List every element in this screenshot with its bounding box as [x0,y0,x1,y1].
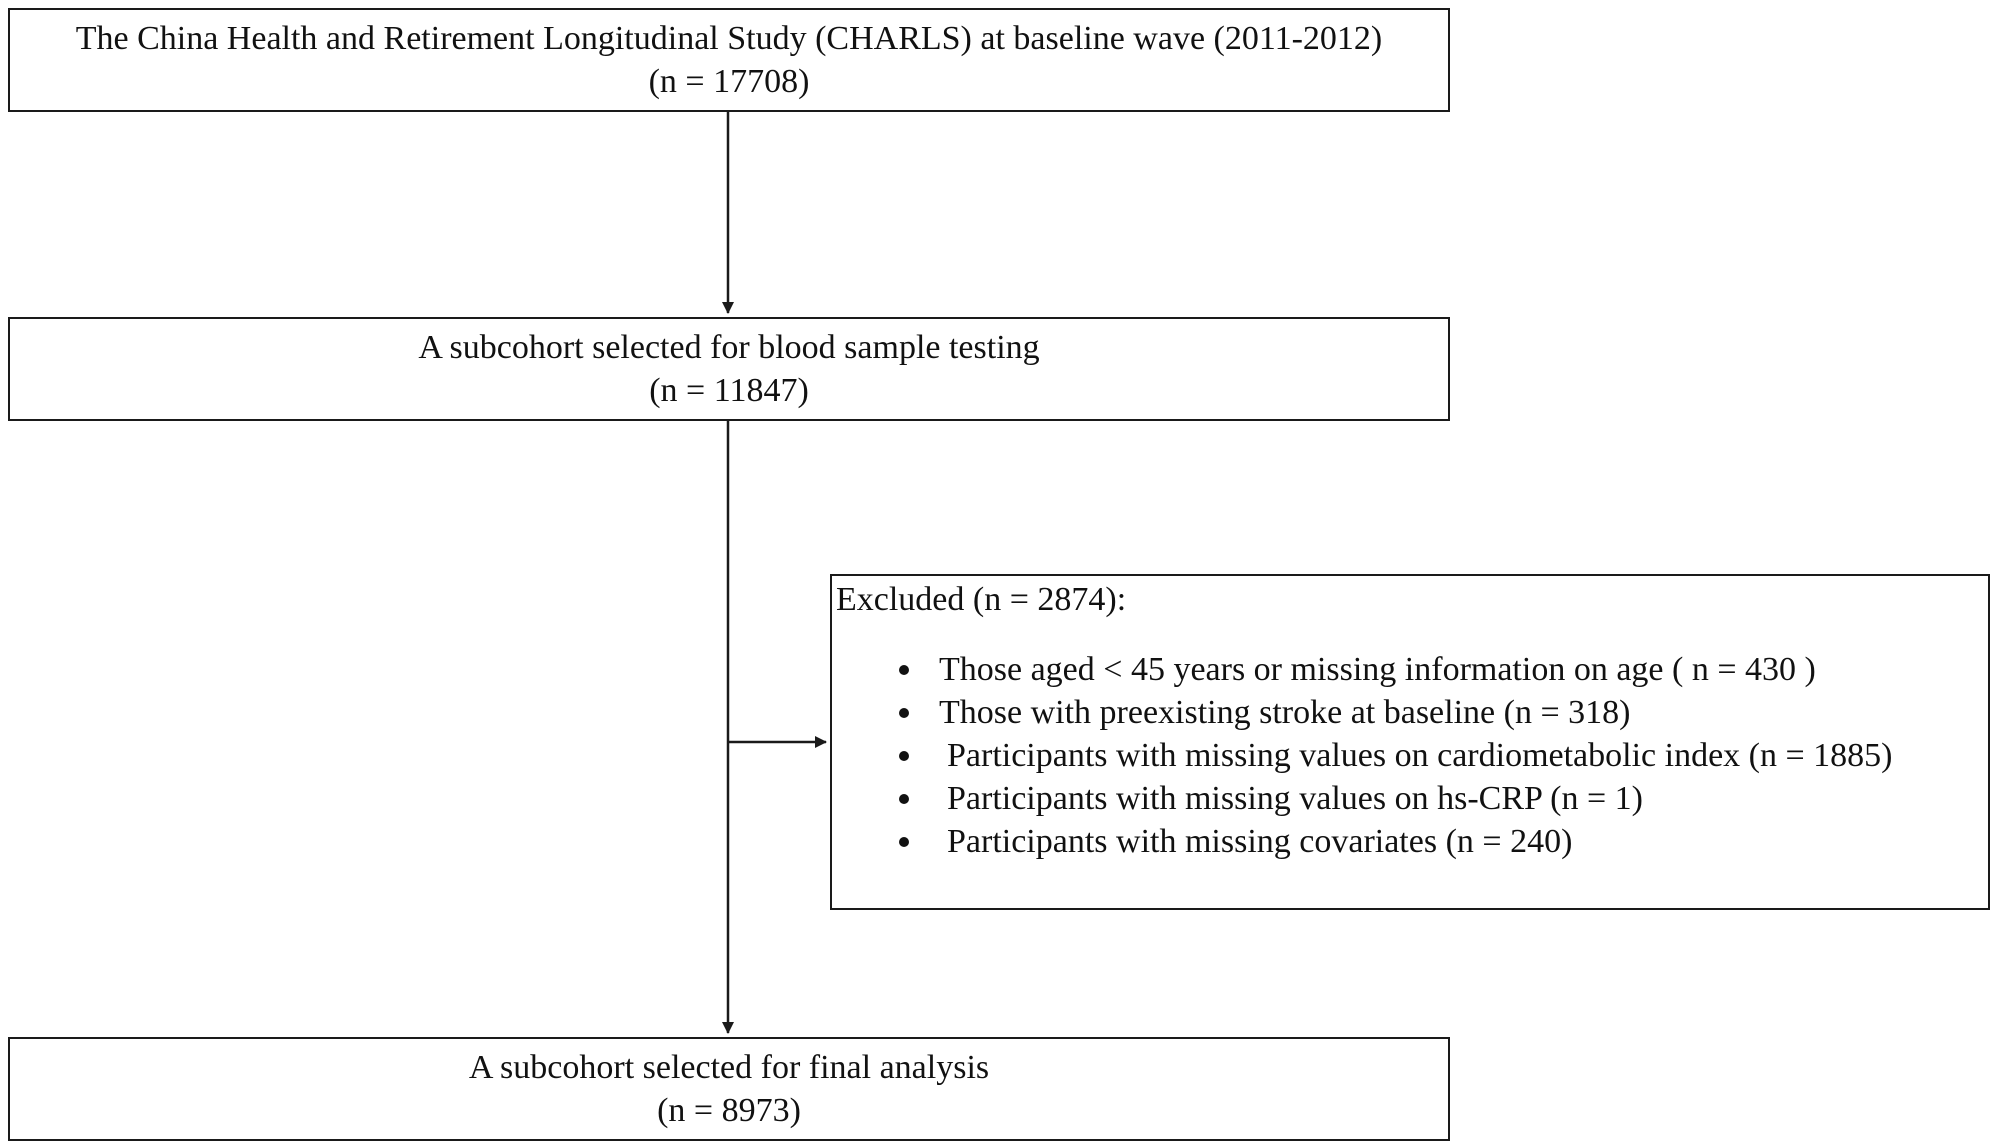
exclusion-item-text: Participants with missing values on hs-C… [947,780,1644,817]
blood-sample-subcohort-box: A subcohort selected for blood sample te… [8,317,1450,421]
bullet-icon [899,751,909,761]
final-analysis-subcohort-title: A subcohort selected for final analysis [468,1049,990,1086]
final-analysis-subcohort-count: (n = 8973) [657,1092,801,1129]
blood-sample-subcohort-title: A subcohort selected for blood sample te… [418,329,1040,366]
exclusion-item-text: Those with preexisting stroke at baselin… [939,694,1631,731]
bullet-icon [899,794,909,804]
excluded-title: Excluded (n = 2874): [836,581,1127,618]
bullet-icon [899,837,909,847]
exclusion-item-text: Those aged < 45 years or missing informa… [939,651,1816,688]
cohort-baseline-count: (n = 17708) [648,63,810,100]
bullet-icon [899,665,909,675]
bullet-icon [899,708,909,718]
final-analysis-subcohort-box: A subcohort selected for final analysis … [8,1037,1450,1141]
blood-sample-subcohort-count: (n = 11847) [649,372,809,409]
cohort-baseline-title: The China Health and Retirement Longitud… [75,20,1383,57]
exclusion-item-text: Participants with missing values on card… [947,737,1893,774]
cohort-baseline-box: The China Health and Retirement Longitud… [8,8,1450,112]
excluded-box: Excluded (n = 2874): Those aged < 45 yea… [830,574,1990,910]
exclusion-item-text: Participants with missing covariates (n … [947,823,1573,860]
